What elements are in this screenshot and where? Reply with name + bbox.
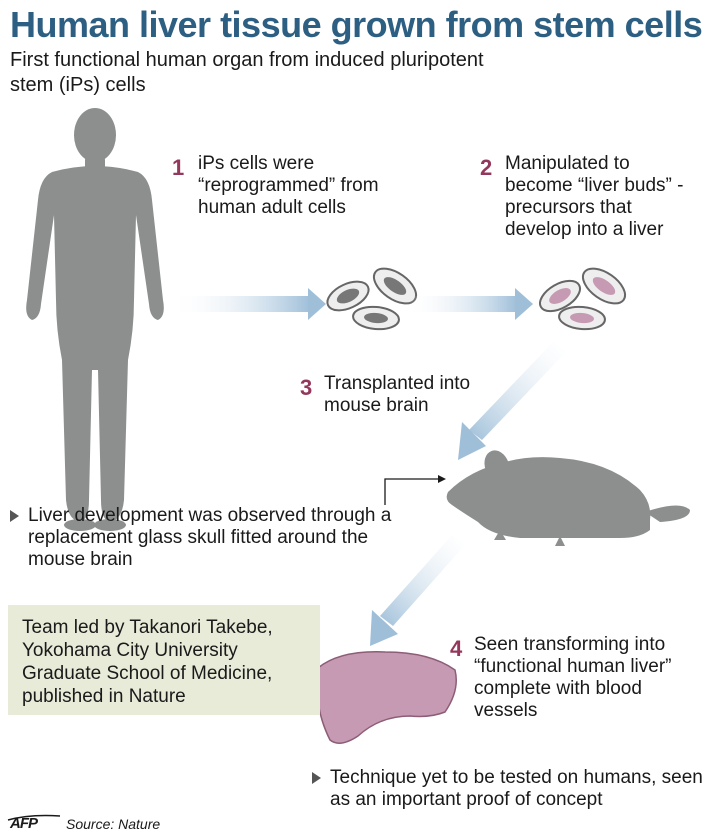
brain-pointer (384, 475, 446, 505)
bullet-arrow-icon (312, 772, 321, 784)
step-text: iPs cells were “reprogrammed” from human… (198, 153, 379, 218)
step-number: 2 (480, 155, 493, 180)
afp-logo: AFP (10, 815, 38, 832)
team-credit: Team led by Takanori Takebe, Yokohama Ci… (22, 617, 273, 707)
brain-observation-note: Liver development was observed through a… (28, 505, 392, 570)
stem-cells-icon (326, 267, 418, 331)
arrow-to-cells (170, 288, 326, 320)
arrow-to-mouse (458, 342, 566, 460)
bullet-arrow-icon (10, 510, 19, 522)
step-text: Seen transforming into “functional human… (474, 634, 672, 721)
team-box (8, 605, 320, 715)
step-number: 4 (450, 636, 463, 661)
step-number: 3 (300, 375, 313, 400)
afp-logo-swoosh (7, 814, 61, 821)
mouse-icon (446, 450, 690, 546)
page-title: Human liver tissue grown from stem cells (10, 4, 703, 45)
liver-icon (315, 651, 457, 744)
step-text: Transplanted into mouse brain (324, 373, 471, 416)
technique-note: Technique yet to be tested on humans, se… (330, 767, 703, 810)
arrow-to-liver (370, 535, 465, 646)
liver-bud-cells-icon (539, 267, 627, 331)
page-subtitle: First functional human organ from induce… (10, 49, 484, 96)
human-silhouette-icon (26, 108, 164, 531)
arrow-to-liver-buds (405, 288, 533, 320)
step-number: 1 (172, 155, 185, 180)
source-credit: Source: Nature (66, 816, 161, 832)
step-text: Manipulated to become “liver buds” - pre… (505, 153, 684, 240)
